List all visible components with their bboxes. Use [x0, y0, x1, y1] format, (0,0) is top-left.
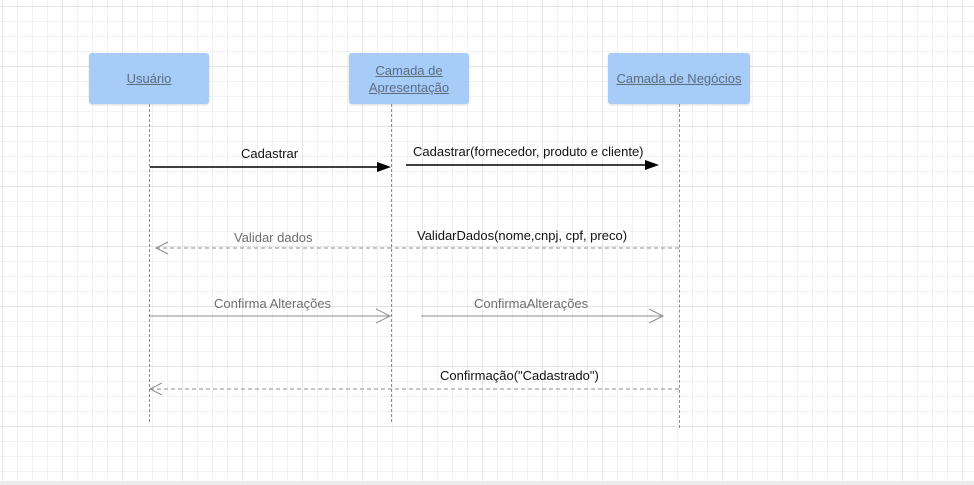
- message-confirma-alteracoes-label: Confirma Alterações: [214, 296, 332, 311]
- message-confirmacao-arrow[interactable]: [148, 382, 679, 396]
- message-confirmaalteracoes-label: ConfirmaAlterações: [474, 296, 589, 311]
- message-validardados-label: ValidarDados(nome,cnpj, cpf, preco): [417, 228, 628, 243]
- message-cadastrar-fornecedor-arrow[interactable]: [406, 160, 659, 170]
- lifeline-usuario-label: Usuário: [126, 71, 172, 86]
- lifeline-usuario-line: [149, 104, 150, 422]
- lifeline-camada-apresentacao-label: Camada de Apresentação: [368, 62, 450, 95]
- message-cadastrar-label: Cadastrar: [241, 146, 299, 161]
- message-cadastrar-fornecedor-label: Cadastrar(fornecedor, produto e cliente): [413, 144, 644, 159]
- message-validar-dados-label: Validar dados: [234, 230, 313, 245]
- message-confirmacao-label: Confirmação("Cadastrado"): [440, 368, 599, 383]
- lifeline-camada-apresentacao[interactable]: Camada de Apresentação: [349, 53, 469, 104]
- message-cadastrar-arrow[interactable]: [150, 162, 391, 172]
- canvas-bottom-edge: [0, 481, 974, 485]
- lifeline-camada-apresentacao-line: [391, 104, 392, 422]
- lifeline-camada-negocios-line: [679, 104, 680, 428]
- message-confirma-alteracoes-arrow[interactable]: [150, 308, 392, 324]
- message-confirmaalteracoes-arrow[interactable]: [421, 308, 665, 324]
- lifeline-usuario[interactable]: Usuário: [89, 53, 209, 104]
- lifeline-camada-negocios[interactable]: Camada de Negócios: [608, 53, 750, 104]
- lifeline-camada-negocios-label: Camada de Negócios: [616, 71, 742, 86]
- message-validar-dados-arrow[interactable]: [154, 241, 391, 255]
